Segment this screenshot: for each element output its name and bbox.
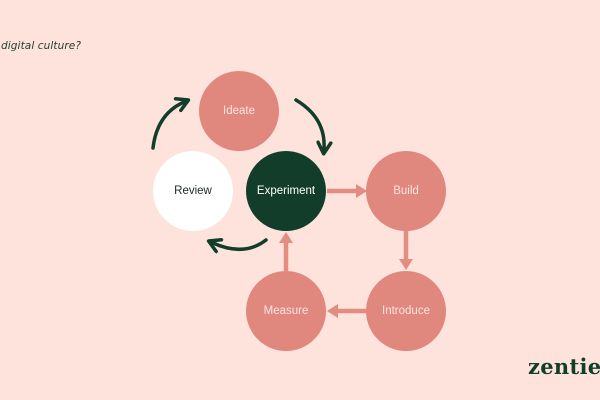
node-ideate-label: Ideate [223,105,255,117]
brand-logo: zentie [528,354,600,379]
node-review: Review [153,151,233,231]
node-build-label: Build [393,185,419,197]
arrow-review-to-ideate [151,102,184,150]
node-ideate: Ideate [199,71,279,151]
arrow-ideate-to-experiment [294,98,324,149]
arrow-build-to-introduce [399,231,413,270]
node-introduce: Introduce [366,271,446,351]
arrow-experiment-to-build [327,184,367,198]
node-review-label: Review [174,185,212,197]
node-introduce-label: Introduce [382,305,430,317]
node-measure-label: Measure [264,305,309,317]
node-build: Build [366,151,446,231]
node-experiment: Experiment [246,151,326,231]
node-measure: Measure [246,271,326,351]
heading-question: s digital culture? [0,40,82,52]
node-experiment-label: Experiment [257,185,316,197]
arrow-experiment-to-review [213,240,268,249]
arrow-introduce-to-measure [327,304,366,318]
arrow-measure-to-experiment [279,232,293,271]
